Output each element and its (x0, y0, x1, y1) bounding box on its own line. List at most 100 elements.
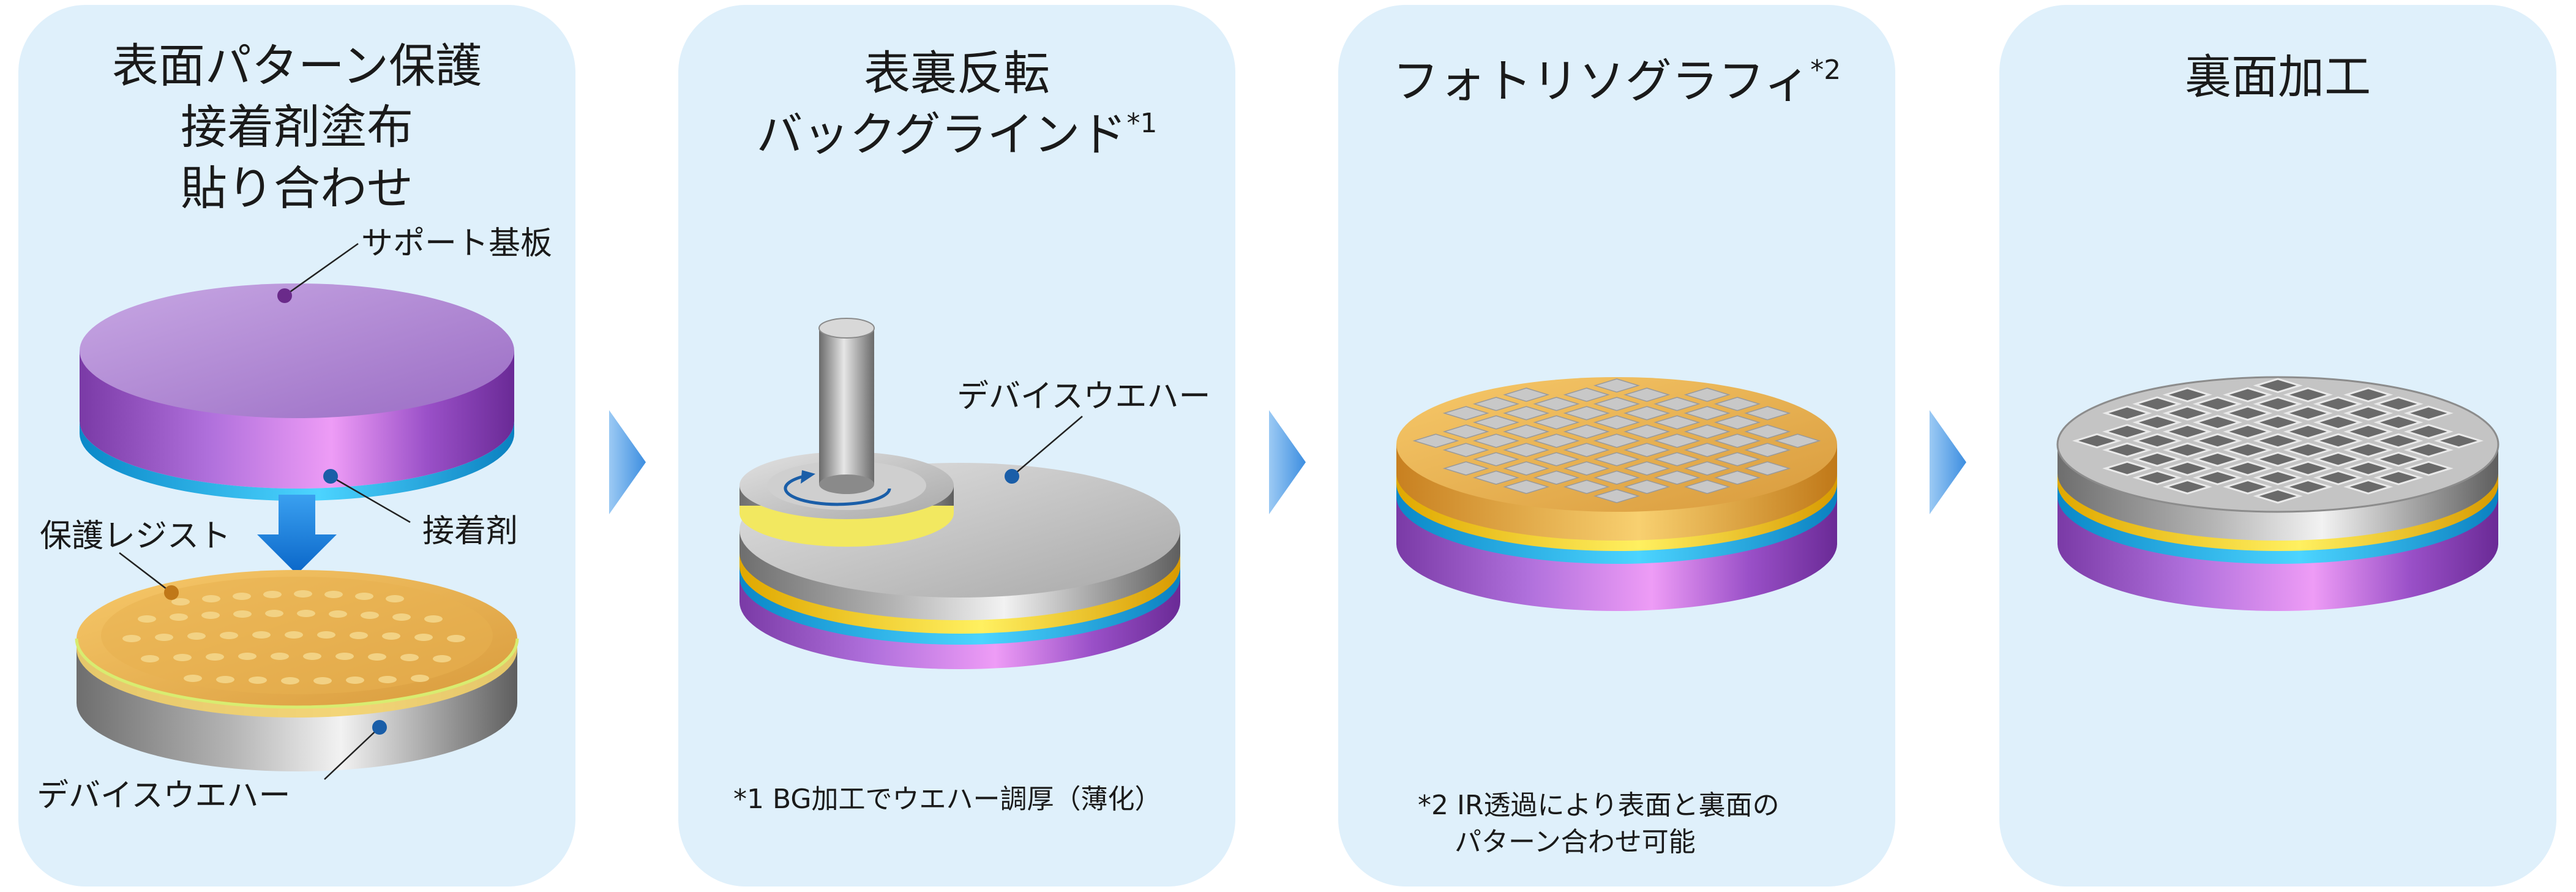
footnote: *2 IR透過により表面と裏面の パターン合わせ可能 (1418, 787, 1780, 861)
pattern-cell (1653, 433, 1701, 448)
pattern-cell (1472, 470, 1520, 485)
etched-cell (2283, 405, 2333, 421)
pattern-cell (1623, 424, 1671, 439)
pattern-cell (1533, 397, 1580, 411)
etched-cell (2283, 424, 2333, 440)
etched-cell (2253, 414, 2303, 430)
etched-cell (2102, 442, 2152, 458)
etched-cell (2283, 479, 2333, 495)
chevron-right-icon (609, 410, 646, 514)
footnote-line: パターン合わせ可能 (1455, 826, 1696, 858)
panel-bonding: 表面パターン保護 接着剤塗布 貼り合わせ (18, 5, 575, 886)
pattern-cell (1683, 479, 1731, 494)
etched-cell (2403, 460, 2454, 476)
spindle (818, 318, 875, 494)
etched-cell (2223, 424, 2273, 440)
footnote-marker: *2 (1810, 54, 1841, 86)
chevron-right-icon (1930, 410, 1966, 514)
pattern-dots (122, 590, 465, 684)
etched-cell (2223, 405, 2273, 421)
adhesive-label: 接着剤 (422, 513, 519, 550)
support-substrate-label: サポート基板 (361, 225, 553, 262)
etched-cell (2313, 414, 2364, 430)
pattern-cell (1744, 424, 1791, 439)
etched-cell (2192, 451, 2243, 467)
etched-cell (2132, 414, 2182, 430)
pattern-cell (1623, 479, 1671, 494)
etched-cell (2132, 451, 2182, 467)
footnote-marker: *1 (1126, 108, 1158, 139)
backside-processing-illustration (2056, 376, 2499, 611)
etched-cell (2343, 424, 2394, 440)
pattern-cell (1563, 406, 1610, 421)
etched-cell (2373, 433, 2424, 449)
pattern-cell (1623, 443, 1671, 457)
etched-cell (2373, 414, 2424, 430)
rotation-arrow-icon (784, 470, 891, 506)
etched-cell (2162, 442, 2212, 458)
etched-cell (2072, 433, 2122, 449)
pattern-cell (1593, 415, 1641, 430)
pattern-cell (1593, 489, 1641, 503)
etched-cell (2102, 405, 2152, 421)
pattern-cell (1683, 424, 1731, 439)
protective-resist-label: 保護レジスト (40, 518, 231, 555)
etched-cell (2162, 387, 2212, 403)
bonding-illustration (75, 242, 519, 780)
etched-cell (2403, 424, 2454, 440)
footnote: *1 BG加工でウエハー調厚（薄化） (733, 784, 1162, 815)
etched-cell (2102, 424, 2152, 440)
etched-cell (2192, 414, 2243, 430)
etched-cell (2373, 470, 2424, 485)
etched-cell (2433, 433, 2484, 449)
etched-cell (2132, 433, 2182, 449)
pattern-cell (1563, 443, 1610, 457)
support-substrate (80, 283, 514, 501)
pattern-cell (1774, 433, 1821, 448)
pattern-cell (1623, 461, 1671, 476)
pattern-cell (1713, 470, 1761, 485)
pattern-cell (1442, 424, 1489, 439)
chevron-right-icon (1269, 410, 1306, 514)
pattern-cell (1472, 415, 1520, 430)
pattern-cell (1472, 452, 1520, 467)
pattern-cell (1593, 378, 1641, 393)
panel-photolithography: フォトリソグラフィ*2 *2 IR透過により表面と裏面の パターン合わせ可能 (1338, 5, 1895, 886)
pattern-cell (1503, 424, 1550, 439)
etched-cell (2253, 433, 2303, 449)
etched-cell (2343, 442, 2394, 458)
pattern-cell (1623, 388, 1671, 402)
pattern-cell (1593, 433, 1641, 448)
device-wafer-with-resist (75, 570, 519, 771)
title-line: 表面パターン保護 (111, 39, 482, 93)
etched-cell (2132, 396, 2182, 412)
pattern-cell (1442, 443, 1489, 457)
etched-cell (2283, 387, 2333, 403)
panel-title: 表裏反転 バックグラインド*1 (678, 43, 1235, 165)
pattern-cell (1744, 461, 1791, 476)
etched-cell (2162, 405, 2212, 421)
etched-cell (2403, 442, 2454, 458)
pattern-cell (1503, 388, 1550, 402)
pattern-cell (1503, 461, 1550, 476)
down-arrow-icon (257, 495, 337, 574)
panel-title: 裏面加工 (2185, 50, 2371, 104)
etched-cell (2343, 405, 2394, 421)
pattern-cell (1533, 433, 1580, 448)
pattern-cell (1533, 452, 1580, 467)
etched-cell (2283, 460, 2333, 476)
pattern-grid (1412, 378, 1821, 503)
pattern-cell (1593, 452, 1641, 467)
etched-cell (2192, 396, 2243, 412)
etched-cell (2192, 470, 2243, 485)
pattern-cell (1472, 433, 1520, 448)
etched-cell (2313, 451, 2364, 467)
pattern-cell (1412, 433, 1459, 448)
pattern-cell (1533, 470, 1580, 485)
pattern-cell (1593, 397, 1641, 411)
etched-cell (2313, 470, 2364, 485)
pattern-cell (1563, 479, 1610, 494)
backgrind-illustration (739, 318, 1180, 669)
pattern-cell (1653, 470, 1701, 485)
pattern-cell (1563, 461, 1610, 476)
